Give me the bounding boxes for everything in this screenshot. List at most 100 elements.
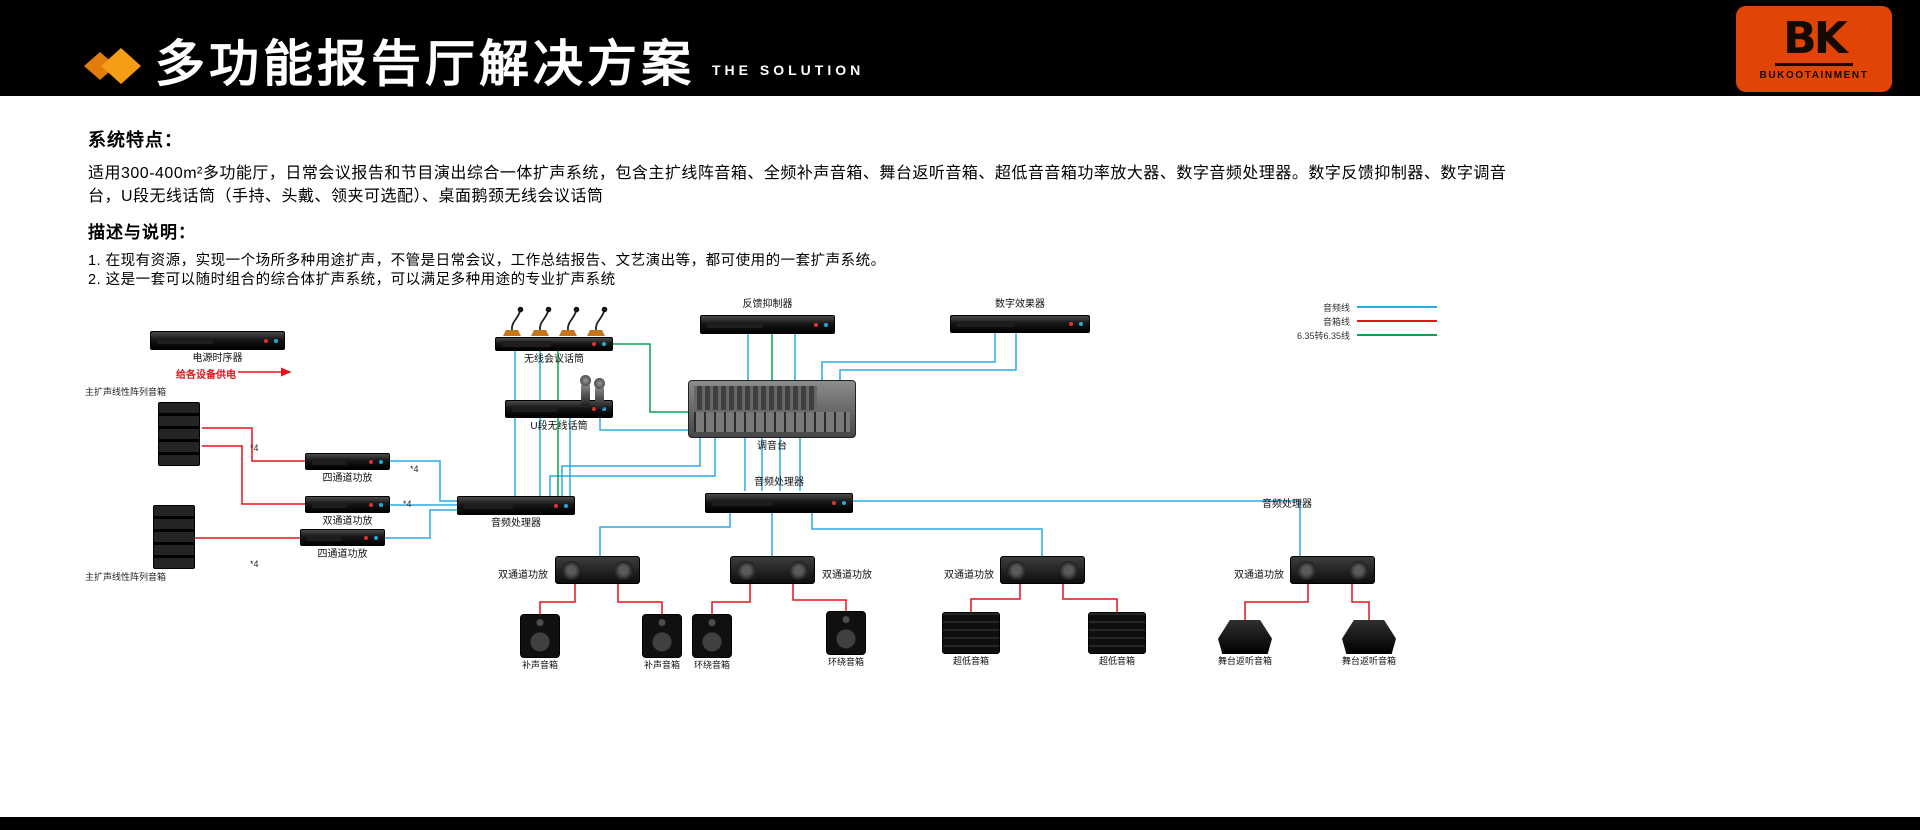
x4-note-3: *4 (403, 499, 412, 509)
digital-effects-rack (950, 315, 1090, 333)
stage-monitor-1-box (1218, 620, 1272, 654)
feedback-suppressor: 反馈抑制器 (700, 299, 835, 334)
handheld-mic-icon (594, 378, 605, 409)
audio-processor-left: 音频处理器 (457, 496, 575, 529)
brand-caption: BUKOOTAINMENT (1759, 70, 1869, 81)
subwoofer-2-label: 超低音箱 (1098, 656, 1135, 666)
mixing-console-body (688, 380, 856, 438)
quad-amp-1: 四通道功放 (305, 453, 390, 484)
fill-speaker-1-box (520, 614, 560, 658)
dual-amp-bottom-2 (730, 556, 815, 584)
stage-monitor-2: 舞台返听音箱 (1342, 620, 1396, 667)
quad-amp-2-rack (300, 529, 385, 546)
features-heading: 系统特点： (88, 130, 183, 150)
fill-speaker-1: 补声音箱 (520, 614, 560, 671)
x4-note-1: *4 (250, 443, 259, 453)
stage-monitor-1: 舞台返听音箱 (1218, 620, 1272, 667)
footer-bar (0, 817, 1920, 830)
fill-speaker-2: 补声音箱 (642, 614, 682, 671)
dual-amp-bottom-4 (1290, 556, 1375, 584)
description-line-1: 1. 在现有资源，实现一个场所多种用途扩声，不管是日常会议，工作总结报告、文艺演… (88, 253, 886, 269)
dual-amp-bottom-3 (1000, 556, 1085, 584)
dual-amp-bottom-1-label: 双通道功放 (498, 570, 548, 581)
dual-amp-bottom-4-label: 双通道功放 (1234, 570, 1284, 581)
subwoofer-1-box (942, 612, 1000, 654)
surround-speaker-2-box (826, 611, 866, 655)
header-bar (0, 0, 1920, 96)
subwoofer-2: 超低音箱 (1088, 612, 1146, 667)
dual-amp-bottom-3-label: 双通道功放 (944, 570, 994, 581)
audio-processor-center-label: 音频处理器 (754, 477, 804, 488)
conference-mic-receiver (495, 337, 613, 351)
legend-jack-line-icon (1357, 334, 1437, 336)
quad-amp-1-rack (305, 453, 390, 470)
legend-speaker-label: 音箱线 (1322, 316, 1350, 327)
main-line-array-bottom (153, 505, 195, 569)
page-subtitle: THE SOLUTION (712, 62, 865, 78)
quad-amp-2-label: 四通道功放 (317, 549, 368, 560)
audio-processor-left-label: 音频处理器 (491, 518, 541, 529)
power-sequencer-label: 电源时序器 (192, 353, 243, 364)
power-sequencer: 电源时序器 (150, 331, 285, 364)
line-array-top-label: 主扩声线性阵列音箱 (85, 387, 167, 397)
wire-legend: 音频线 音箱线 6.35转6.35线 (1284, 300, 1437, 342)
feedback-suppressor-label: 反馈抑制器 (742, 299, 793, 310)
surround-speaker-1-label: 环绕音箱 (693, 660, 730, 670)
line-array-bottom-label: 主扩声线性阵列音箱 (85, 572, 167, 582)
quad-amp-2: 四通道功放 (300, 529, 385, 560)
audio-processor-right-label: 音频处理器 (1262, 499, 1312, 510)
x4-note-4: *4 (250, 559, 259, 569)
quad-amp-1-label: 四通道功放 (322, 473, 373, 484)
legend-row-jack: 6.35转6.35线 (1284, 328, 1437, 342)
audio-processor-left-rack (457, 496, 575, 515)
page-title: 多功能报告厅解决方案 (155, 36, 695, 92)
diamond-logo-icon (84, 48, 141, 84)
brand-mark: BK (1775, 17, 1853, 66)
surround-speaker-1-box (692, 614, 732, 658)
stage-monitor-2-box (1342, 620, 1396, 654)
digital-effects-label: 数字效果器 (995, 299, 1045, 310)
surround-speaker-2: 环绕音箱 (826, 611, 866, 668)
u-band-mic-label: U段无线话筒 (530, 421, 588, 432)
stage-monitor-2-label: 舞台返听音箱 (1342, 656, 1397, 666)
subwoofer-2-box (1088, 612, 1146, 654)
dual-amp-left-label: 双通道功放 (322, 516, 373, 527)
legend-row-speaker: 音箱线 (1284, 314, 1437, 328)
legend-audio-line-icon (1357, 306, 1437, 308)
dual-amp-left-rack (305, 496, 390, 513)
x4-note-2: *4 (410, 464, 419, 474)
dual-amp-bottom-2-label: 双通道功放 (822, 570, 872, 581)
fill-speaker-2-label: 补声音箱 (643, 660, 680, 670)
u-band-wireless-mic: U段无线话筒 (505, 375, 613, 432)
wireless-conference-mic: 无线会议话筒 (495, 303, 613, 365)
features-text: 适用300-400m²多功能厅，日常会议报告和节目演出综合一体扩声系统，包含主扩… (88, 165, 1507, 206)
power-supply-note: 给各设备供电 (176, 370, 236, 381)
description-line-2: 2. 这是一套可以随时组合的综合体扩声系统，可以满足多种用途的专业扩声系统 (88, 272, 616, 288)
legend-audio-label: 音频线 (1322, 302, 1350, 313)
audio-processor-center-rack (705, 493, 853, 513)
gooseneck-mic-icon (502, 305, 609, 337)
dual-amp-bottom-1 (555, 556, 640, 584)
feedback-suppressor-rack (700, 315, 835, 334)
main-line-array-top (158, 402, 200, 466)
handheld-mic-icon (580, 375, 591, 406)
mixing-console: 调音台 (688, 380, 856, 452)
legend-speaker-line-icon (1357, 320, 1437, 322)
stage-monitor-1-label: 舞台返听音箱 (1218, 656, 1273, 666)
digital-effects: 数字效果器 (950, 299, 1090, 333)
subwoofer-1-label: 超低音箱 (952, 656, 989, 666)
audio-processor-center: 音频处理器 (705, 477, 853, 513)
fill-speaker-2-box (642, 614, 682, 658)
power-sequencer-rack (150, 331, 285, 350)
surround-speaker-2-label: 环绕音箱 (827, 657, 864, 667)
conference-mic-label: 无线会议话筒 (524, 354, 584, 365)
legend-row-audio: 音频线 (1284, 300, 1437, 314)
dual-amp-left: 双通道功放 (305, 496, 390, 527)
brand-logo: BK BUKOOTAINMENT (1736, 6, 1892, 92)
surround-speaker-1: 环绕音箱 (692, 614, 732, 671)
fill-speaker-1-label: 补声音箱 (521, 660, 558, 670)
description-heading: 描述与说明： (88, 223, 196, 242)
subwoofer-1: 超低音箱 (942, 612, 1000, 667)
